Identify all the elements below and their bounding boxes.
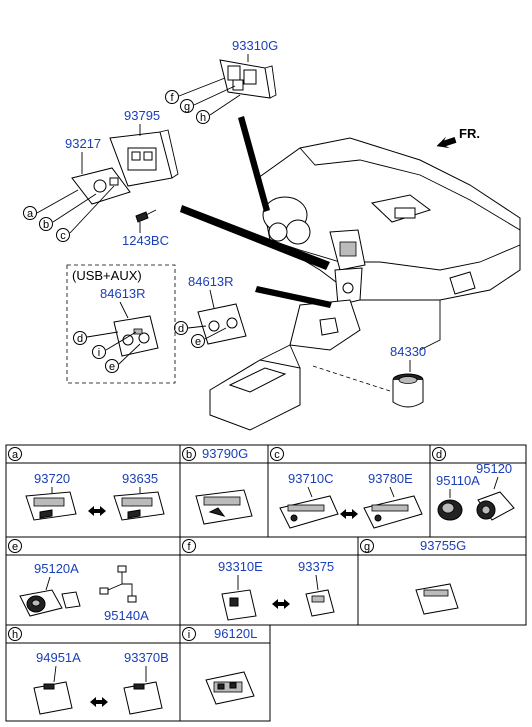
part-label-94951A[interactable]: 94951A xyxy=(36,650,81,665)
part-label-93795[interactable]: 93795 xyxy=(124,108,160,123)
bracket-93795: 93795 xyxy=(109,108,179,187)
part-label-84613R-usb[interactable]: 84613R xyxy=(100,286,146,301)
arrow-icon xyxy=(436,136,457,149)
panel-93217: 93217 xyxy=(65,136,131,205)
callouts-fgh: f g h xyxy=(165,77,241,124)
pointer-wedges xyxy=(180,116,332,308)
cell-letter-a: a xyxy=(12,449,19,461)
cell-h: h 94951A 93370B xyxy=(8,627,169,715)
cell-letter-c: c xyxy=(274,449,280,461)
part-label-93635[interactable]: 93635 xyxy=(122,471,158,486)
cell-b: b 93790G xyxy=(182,446,253,525)
part-label-93755G[interactable]: 93755G xyxy=(420,538,466,553)
cell-c: c 93710C 93780E xyxy=(270,447,423,529)
callout-i: i xyxy=(98,347,100,359)
part-label-93720[interactable]: 93720 xyxy=(34,471,70,486)
callout-e-usb: e xyxy=(109,361,115,373)
cell-letter-i: i xyxy=(188,629,190,641)
cell-e: e 95120A 95140A xyxy=(8,539,149,623)
part-label-95120A[interactable]: 95120A xyxy=(34,561,79,576)
plate-84613R: 84613R d e xyxy=(174,274,247,348)
bezel-93310G: 93310G xyxy=(219,38,278,99)
part-label-95120[interactable]: 95120 xyxy=(476,461,512,476)
cell-letter-h: h xyxy=(12,629,18,641)
callout-h: h xyxy=(200,112,206,124)
callouts-abc: a b c xyxy=(23,185,115,242)
part-label-93375[interactable]: 93375 xyxy=(298,559,334,574)
cell-letter-d: d xyxy=(436,449,442,461)
cell-d: d 95110A 95120 xyxy=(432,447,515,521)
callout-c: c xyxy=(60,230,66,242)
double-arrow-icon xyxy=(340,509,358,519)
part-label-93780E[interactable]: 93780E xyxy=(368,471,413,486)
part-label-96120L[interactable]: 96120L xyxy=(214,626,257,641)
usb-aux-group: (USB+AUX) 84613R d i e xyxy=(66,264,176,384)
cell-letter-f: f xyxy=(187,541,191,553)
part-label-93710C[interactable]: 93710C xyxy=(288,471,334,486)
direction-label: FR. xyxy=(459,126,480,141)
screw-1243BC: 1243BC xyxy=(122,209,169,248)
part-label-93310G[interactable]: 93310G xyxy=(232,38,278,53)
callout-f: f xyxy=(170,92,174,104)
front-direction-indicator: FR. xyxy=(436,126,480,149)
socket-84330: 84330 xyxy=(312,344,426,408)
part-label-1243BC[interactable]: 1243BC xyxy=(122,233,169,248)
cell-a: a 93720 93635 xyxy=(8,447,165,521)
callout-b: b xyxy=(43,219,49,231)
parts-table: a 93720 93635 b 93790G c 93710C xyxy=(5,444,527,722)
cell-letter-e: e xyxy=(12,541,18,553)
part-label-93370B[interactable]: 93370B xyxy=(124,650,169,665)
part-label-93310E[interactable]: 93310E xyxy=(218,559,263,574)
cell-i: i 96120L xyxy=(182,626,257,705)
callout-d: d xyxy=(178,323,184,335)
callout-e: e xyxy=(195,336,201,348)
callout-g: g xyxy=(184,101,190,113)
double-arrow-icon xyxy=(88,506,106,516)
cell-f: f 93310E 93375 xyxy=(182,539,335,621)
part-label-95140A[interactable]: 95140A xyxy=(104,608,149,623)
part-label-95110A[interactable]: 95110A xyxy=(436,473,480,488)
cell-letter-g: g xyxy=(364,541,370,553)
part-label-93217[interactable]: 93217 xyxy=(65,136,101,151)
double-arrow-icon xyxy=(90,697,108,707)
cell-g: g 93755G xyxy=(360,538,466,615)
double-arrow-icon xyxy=(272,599,290,609)
callout-d-usb: d xyxy=(77,333,83,345)
part-label-93790G[interactable]: 93790G xyxy=(202,446,248,461)
part-label-84330[interactable]: 84330 xyxy=(390,344,426,359)
cell-letter-b: b xyxy=(186,449,192,461)
callout-a: a xyxy=(27,208,34,220)
usb-aux-label: (USB+AUX) xyxy=(72,268,142,283)
part-label-84613R[interactable]: 84613R xyxy=(188,274,234,289)
